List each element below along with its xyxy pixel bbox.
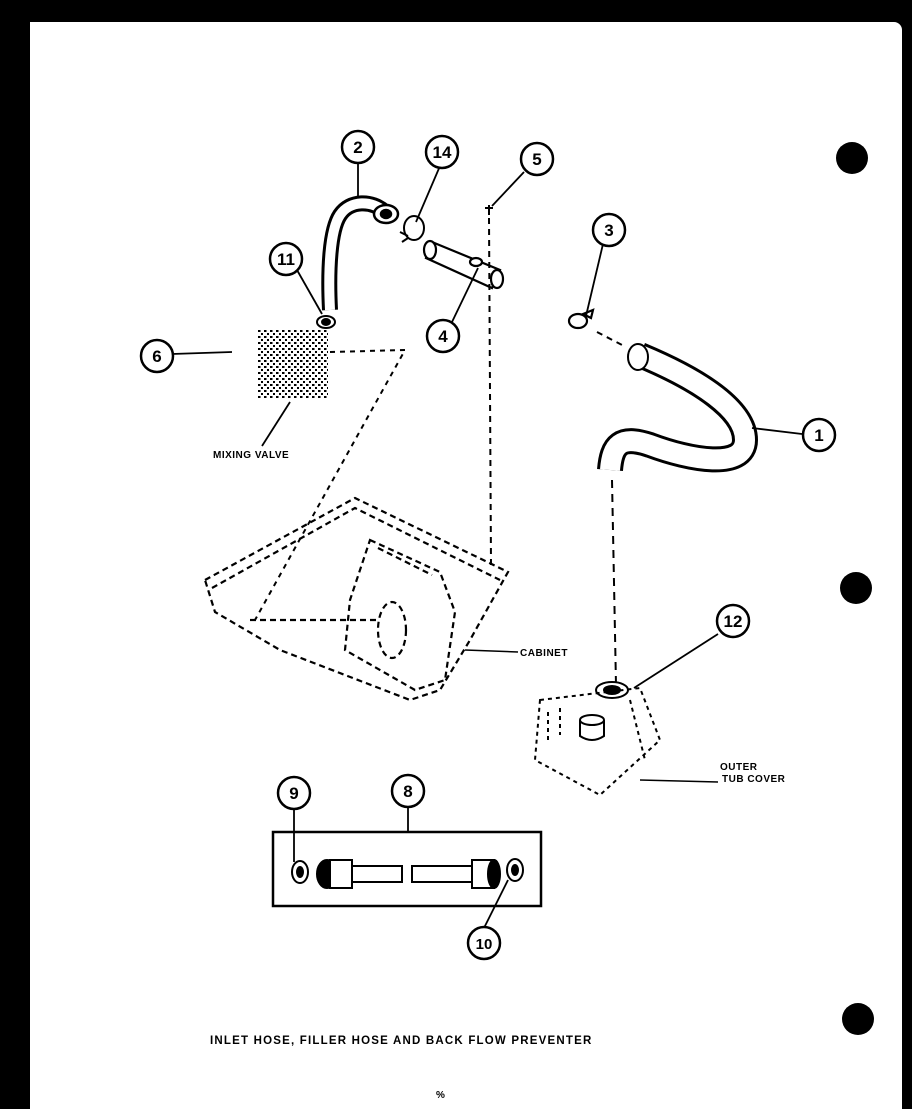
callout-2: 2 xyxy=(340,129,376,165)
hose-clamp-part-11 xyxy=(316,315,336,329)
screw-dashed-guide xyxy=(488,217,492,566)
cabinet-leader xyxy=(464,649,519,653)
screw-part-5 xyxy=(485,205,493,215)
clamp-dashed-guide xyxy=(596,331,625,347)
mixing-valve-dashed-guide xyxy=(254,348,407,621)
washer-part-9 xyxy=(291,860,309,884)
callout-9: 9 xyxy=(276,775,312,811)
mixing-valve-part xyxy=(258,330,328,398)
callout-number: 3 xyxy=(604,221,613,240)
inlet-hose-part-8 xyxy=(316,859,501,889)
callout-number: 12 xyxy=(724,612,743,631)
callout-1: 1 xyxy=(801,417,837,453)
callout-number: 1 xyxy=(814,426,823,445)
punch-hole-top xyxy=(836,142,868,174)
callout-3: 3 xyxy=(591,212,627,248)
callout-4: 4 xyxy=(425,318,461,354)
filler-hose-part xyxy=(321,195,400,311)
callout-number: 14 xyxy=(433,143,452,162)
hose-clamp-part-14 xyxy=(399,215,425,243)
callout-5: 5 xyxy=(519,141,555,177)
callout-12: 12 xyxy=(715,603,751,639)
screen-washer-part-10 xyxy=(506,858,524,882)
footer-mark: % xyxy=(436,1090,445,1101)
callout-number: 2 xyxy=(353,138,362,157)
inlet-hose-dashed-guide xyxy=(611,479,617,686)
tub-cover-nozzle xyxy=(579,714,605,741)
callout-number: 8 xyxy=(403,782,412,801)
outer-tub-cover-outline xyxy=(533,686,662,797)
tub-cover-leader xyxy=(639,779,719,783)
callout-11: 11 xyxy=(268,241,304,277)
outer-tub-cover-label-line2: TUB COVER xyxy=(722,774,786,785)
parts-sheet xyxy=(30,22,902,1109)
callout-8: 8 xyxy=(390,773,426,809)
callout-10: 10 xyxy=(466,925,502,961)
callout-number: 5 xyxy=(532,150,541,169)
callout-number: 6 xyxy=(152,347,161,366)
inlet-hose-inset-box xyxy=(271,830,543,908)
outer-tub-cover-label-line1: OUTER xyxy=(720,762,758,773)
hose-clamp-part-3 xyxy=(567,308,595,330)
fill-fitting-part-4 xyxy=(422,239,505,290)
inlet-hose-part-1 xyxy=(597,343,759,473)
diagram-caption: INLET HOSE, FILLER HOSE AND BACK FLOW PR… xyxy=(210,1035,592,1047)
punch-hole-middle xyxy=(840,572,872,604)
callout-number: 10 xyxy=(476,936,493,953)
punch-hole-bottom xyxy=(842,1003,874,1035)
callout-number: 11 xyxy=(277,250,295,269)
mixing-valve-label: MIXING VALVE xyxy=(213,450,289,461)
callout-leaders xyxy=(171,162,803,929)
callout-number: 4 xyxy=(438,327,448,346)
cabinet-outline xyxy=(203,496,510,702)
cabinet-label: CABINET xyxy=(520,648,568,659)
callout-number: 9 xyxy=(289,784,298,803)
callout-6: 6 xyxy=(139,338,175,374)
callout-14: 14 xyxy=(424,134,460,170)
